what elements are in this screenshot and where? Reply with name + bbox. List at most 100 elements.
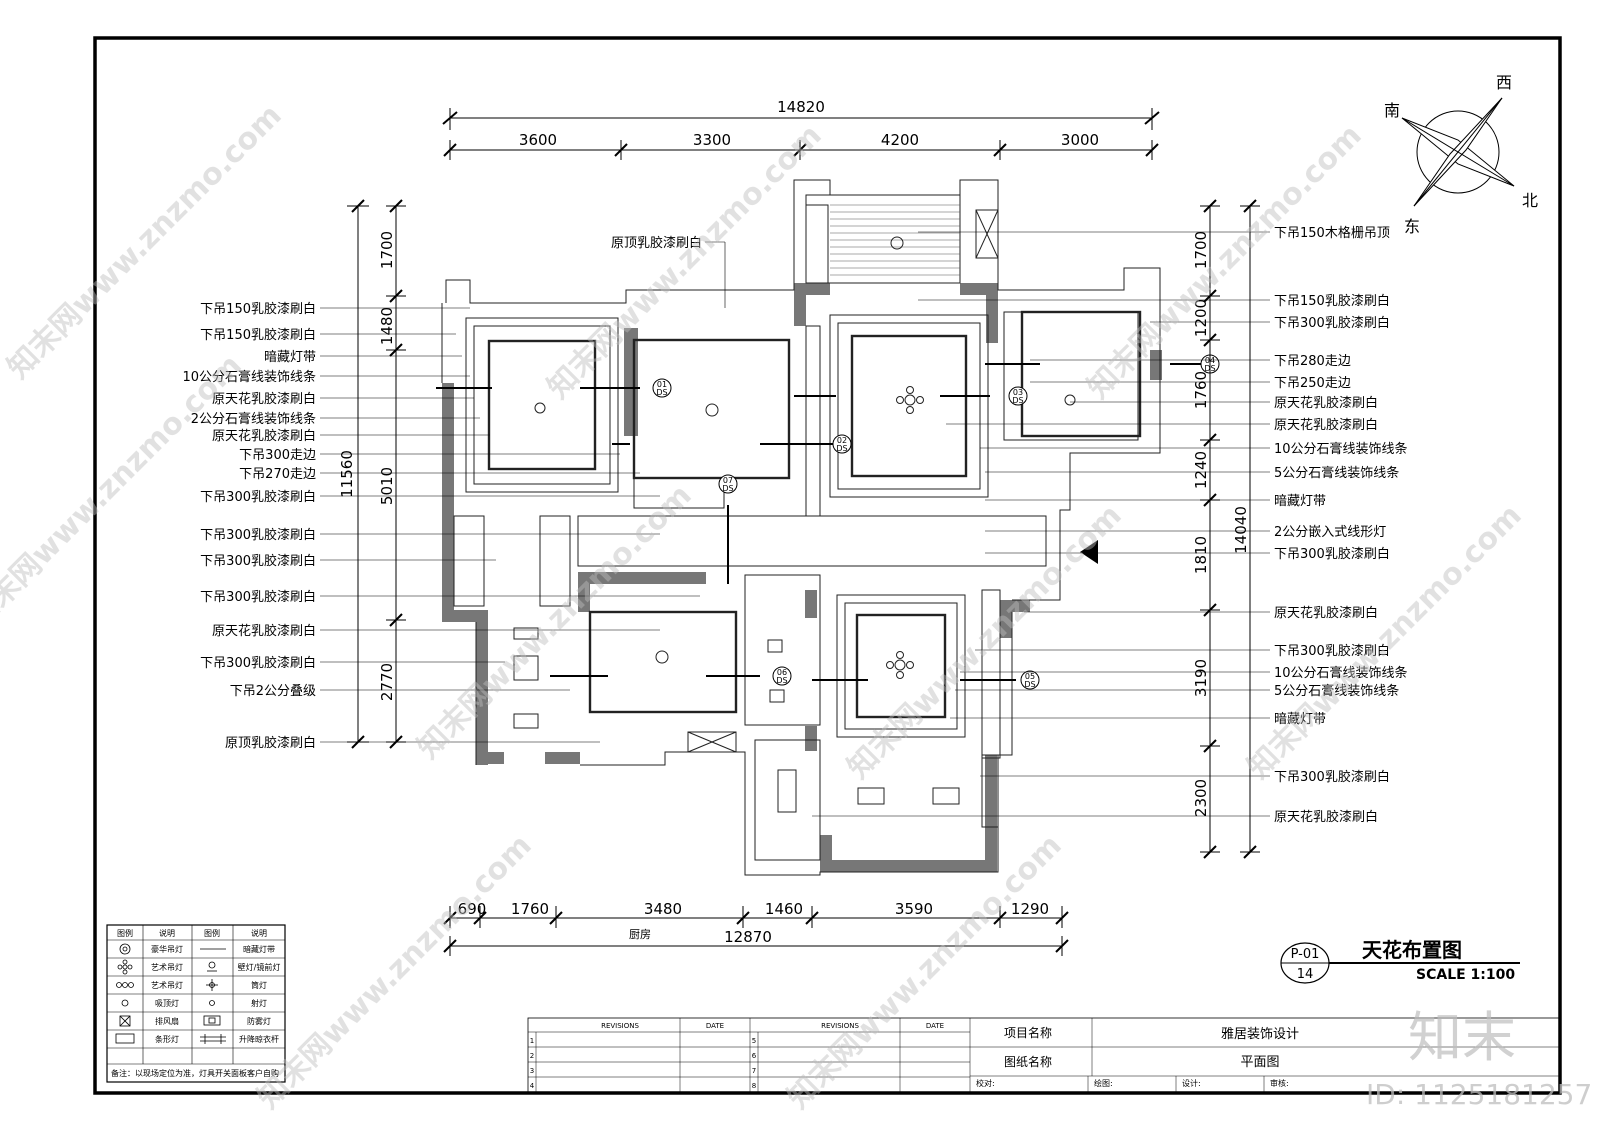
leader-label: 10公分石膏线装饰线条	[980, 441, 1408, 457]
svg-text:DS: DS	[1024, 680, 1035, 689]
svg-text:2公分嵌入式线形灯: 2公分嵌入式线形灯	[1274, 525, 1386, 540]
leader-label: 下吊150乳胶漆刷白	[918, 293, 1390, 309]
svg-text:原天花乳胶漆刷白: 原天花乳胶漆刷白	[1274, 605, 1378, 621]
svg-text:5公分石膏线装饰线条: 5公分石膏线装饰线条	[1274, 465, 1399, 481]
leader-label: 下吊150乳胶漆刷白	[200, 327, 456, 343]
svg-text:1240: 1240	[1192, 451, 1210, 489]
svg-text:说明: 说明	[159, 928, 175, 938]
svg-text:10公分石膏线装饰线条: 10公分石膏线装饰线条	[182, 369, 316, 385]
svg-text:4: 4	[530, 1082, 535, 1090]
svg-text:知末网www.znzmo.com: 知末网www.znzmo.com	[541, 118, 829, 406]
svg-text:审核:: 审核:	[1270, 1078, 1289, 1088]
svg-text:1700: 1700	[1192, 231, 1210, 269]
svg-text:豪华吊灯: 豪华吊灯	[151, 944, 183, 954]
svg-text:暗藏灯带: 暗藏灯带	[264, 350, 316, 365]
leader-label: 下吊250走边	[1030, 376, 1351, 391]
svg-text:暗藏灯带: 暗藏灯带	[1274, 712, 1326, 727]
right-leader-labels: 下吊150木格栅吊顶 下吊150乳胶漆刷白 下吊300乳胶漆刷白 下吊280走边…	[812, 225, 1408, 825]
svg-text:平面图: 平面图	[1240, 1055, 1279, 1070]
leader-label: 下吊300乳胶漆刷白	[200, 489, 660, 505]
svg-text:下吊280走边: 下吊280走边	[1274, 354, 1351, 369]
leader-label: 下吊150木格栅吊顶	[918, 225, 1390, 241]
leader-label: 5公分石膏线装饰线条	[985, 465, 1399, 481]
svg-text:1480: 1480	[378, 307, 396, 345]
ceiling-lamp-icon	[121, 999, 129, 1007]
svg-text:12870: 12870	[724, 928, 772, 946]
sheet-number: 14	[1297, 967, 1314, 982]
svg-text:知末网www.znzmo.com: 知末网www.znzmo.com	[251, 828, 539, 1116]
svg-text:3600: 3600	[519, 131, 557, 149]
svg-text:绘图:: 绘图:	[1094, 1078, 1113, 1088]
svg-text:下吊300走边: 下吊300走边	[239, 448, 316, 463]
svg-text:3300: 3300	[693, 131, 731, 149]
right-dimensions: 1700 1200 1760 1240 1810 3190 2300 14040	[1192, 199, 1260, 859]
svg-text:06: 06	[777, 668, 787, 677]
strip-light-icon	[115, 1033, 135, 1044]
leader-label: 下吊280走边	[1030, 354, 1351, 369]
svg-text:1460: 1460	[765, 900, 803, 918]
svg-text:条形灯: 条形灯	[155, 1034, 179, 1044]
svg-text:14820: 14820	[777, 98, 825, 116]
svg-text:下吊2公分叠级: 下吊2公分叠级	[230, 684, 316, 699]
svg-text:5010: 5010	[378, 467, 396, 505]
svg-text:下吊300乳胶漆刷白: 下吊300乳胶漆刷白	[200, 553, 316, 569]
svg-text:吸顶灯: 吸顶灯	[155, 998, 179, 1008]
svg-text:4200: 4200	[881, 131, 919, 149]
top-dimensions: 14820 3600 3300 4200 3000	[442, 98, 1160, 160]
svg-text:DS: DS	[776, 676, 787, 685]
art-pendant-row-icon	[116, 982, 134, 988]
svg-text:原天花乳胶漆刷白: 原天花乳胶漆刷白	[1274, 395, 1378, 411]
svg-text:东: 东	[1404, 217, 1420, 236]
svg-text:11560: 11560	[338, 450, 356, 498]
svg-text:REVISIONS: REVISIONS	[601, 1022, 639, 1030]
svg-text:暗藏灯带: 暗藏灯带	[243, 944, 275, 954]
svg-text:03: 03	[1013, 388, 1023, 397]
lighting-legend: 图例 说明 图例 说明 豪华吊灯 暗藏灯带 艺术吊灯 壁灯/镜前灯 艺术吊灯 筒…	[106, 924, 286, 1083]
leader-label: 下吊300乳胶漆刷白	[200, 589, 700, 605]
leader-label: 原天花乳胶漆刷白	[812, 809, 1378, 825]
leader-label: 原天花乳胶漆刷白	[212, 391, 474, 407]
svg-text:项目名称: 项目名称	[1004, 1025, 1052, 1040]
svg-text:3000: 3000	[1061, 131, 1099, 149]
svg-text:3480: 3480	[644, 900, 682, 918]
wall-lamp-icon	[207, 961, 217, 972]
leader-label: 5公分石膏线装饰线条	[955, 683, 1399, 699]
exhaust-fan-icon	[119, 1015, 131, 1027]
svg-text:原天花乳胶漆刷白: 原天花乳胶漆刷白	[212, 428, 316, 444]
svg-text:5公分石膏线装饰线条: 5公分石膏线装饰线条	[1274, 683, 1399, 699]
svg-text:下吊150乳胶漆刷白: 下吊150乳胶漆刷白	[200, 327, 316, 343]
bottom-dimensions: 690 1760 3480 1460 3590 1290 厨房 12870	[443, 900, 1069, 956]
svg-text:原天花乳胶漆刷白: 原天花乳胶漆刷白	[1274, 809, 1378, 825]
svg-text:1760: 1760	[1192, 371, 1210, 409]
svg-text:艺术吊灯: 艺术吊灯	[151, 980, 183, 990]
svg-text:10公分石膏线装饰线条: 10公分石膏线装饰线条	[1274, 441, 1408, 457]
svg-text:3: 3	[530, 1067, 534, 1075]
svg-text:下吊300乳胶漆刷白: 下吊300乳胶漆刷白	[200, 589, 316, 605]
drying-rack-icon	[200, 1034, 226, 1044]
chandelier-icon	[896, 386, 924, 414]
svg-text:下吊300乳胶漆刷白: 下吊300乳胶漆刷白	[200, 489, 316, 505]
leader-label: 下吊300乳胶漆刷白	[200, 655, 505, 671]
leader-label: 下吊300乳胶漆刷白	[975, 643, 1390, 659]
svg-text:690: 690	[458, 900, 487, 918]
svg-text:原顶乳胶漆刷白: 原顶乳胶漆刷白	[225, 735, 316, 751]
svg-text:REVISIONS: REVISIONS	[821, 1022, 859, 1030]
svg-text:西: 西	[1496, 73, 1512, 92]
leader-label: 下吊300乳胶漆刷白	[200, 527, 660, 543]
compass-icon: 南 西 北 东	[1384, 73, 1538, 236]
svg-text:1760: 1760	[511, 900, 549, 918]
luxury-chandelier-icon	[119, 943, 131, 955]
svg-text:2300: 2300	[1192, 779, 1210, 817]
svg-text:图纸名称: 图纸名称	[1004, 1054, 1052, 1069]
svg-text:校对:: 校对:	[976, 1078, 995, 1088]
svg-text:图例: 图例	[117, 928, 133, 938]
svg-text:DATE: DATE	[926, 1022, 944, 1030]
sheet-code: P-01	[1291, 947, 1320, 962]
svg-text:艺术吊灯: 艺术吊灯	[151, 962, 183, 972]
watermark-logo: 知末	[1408, 1006, 1516, 1069]
